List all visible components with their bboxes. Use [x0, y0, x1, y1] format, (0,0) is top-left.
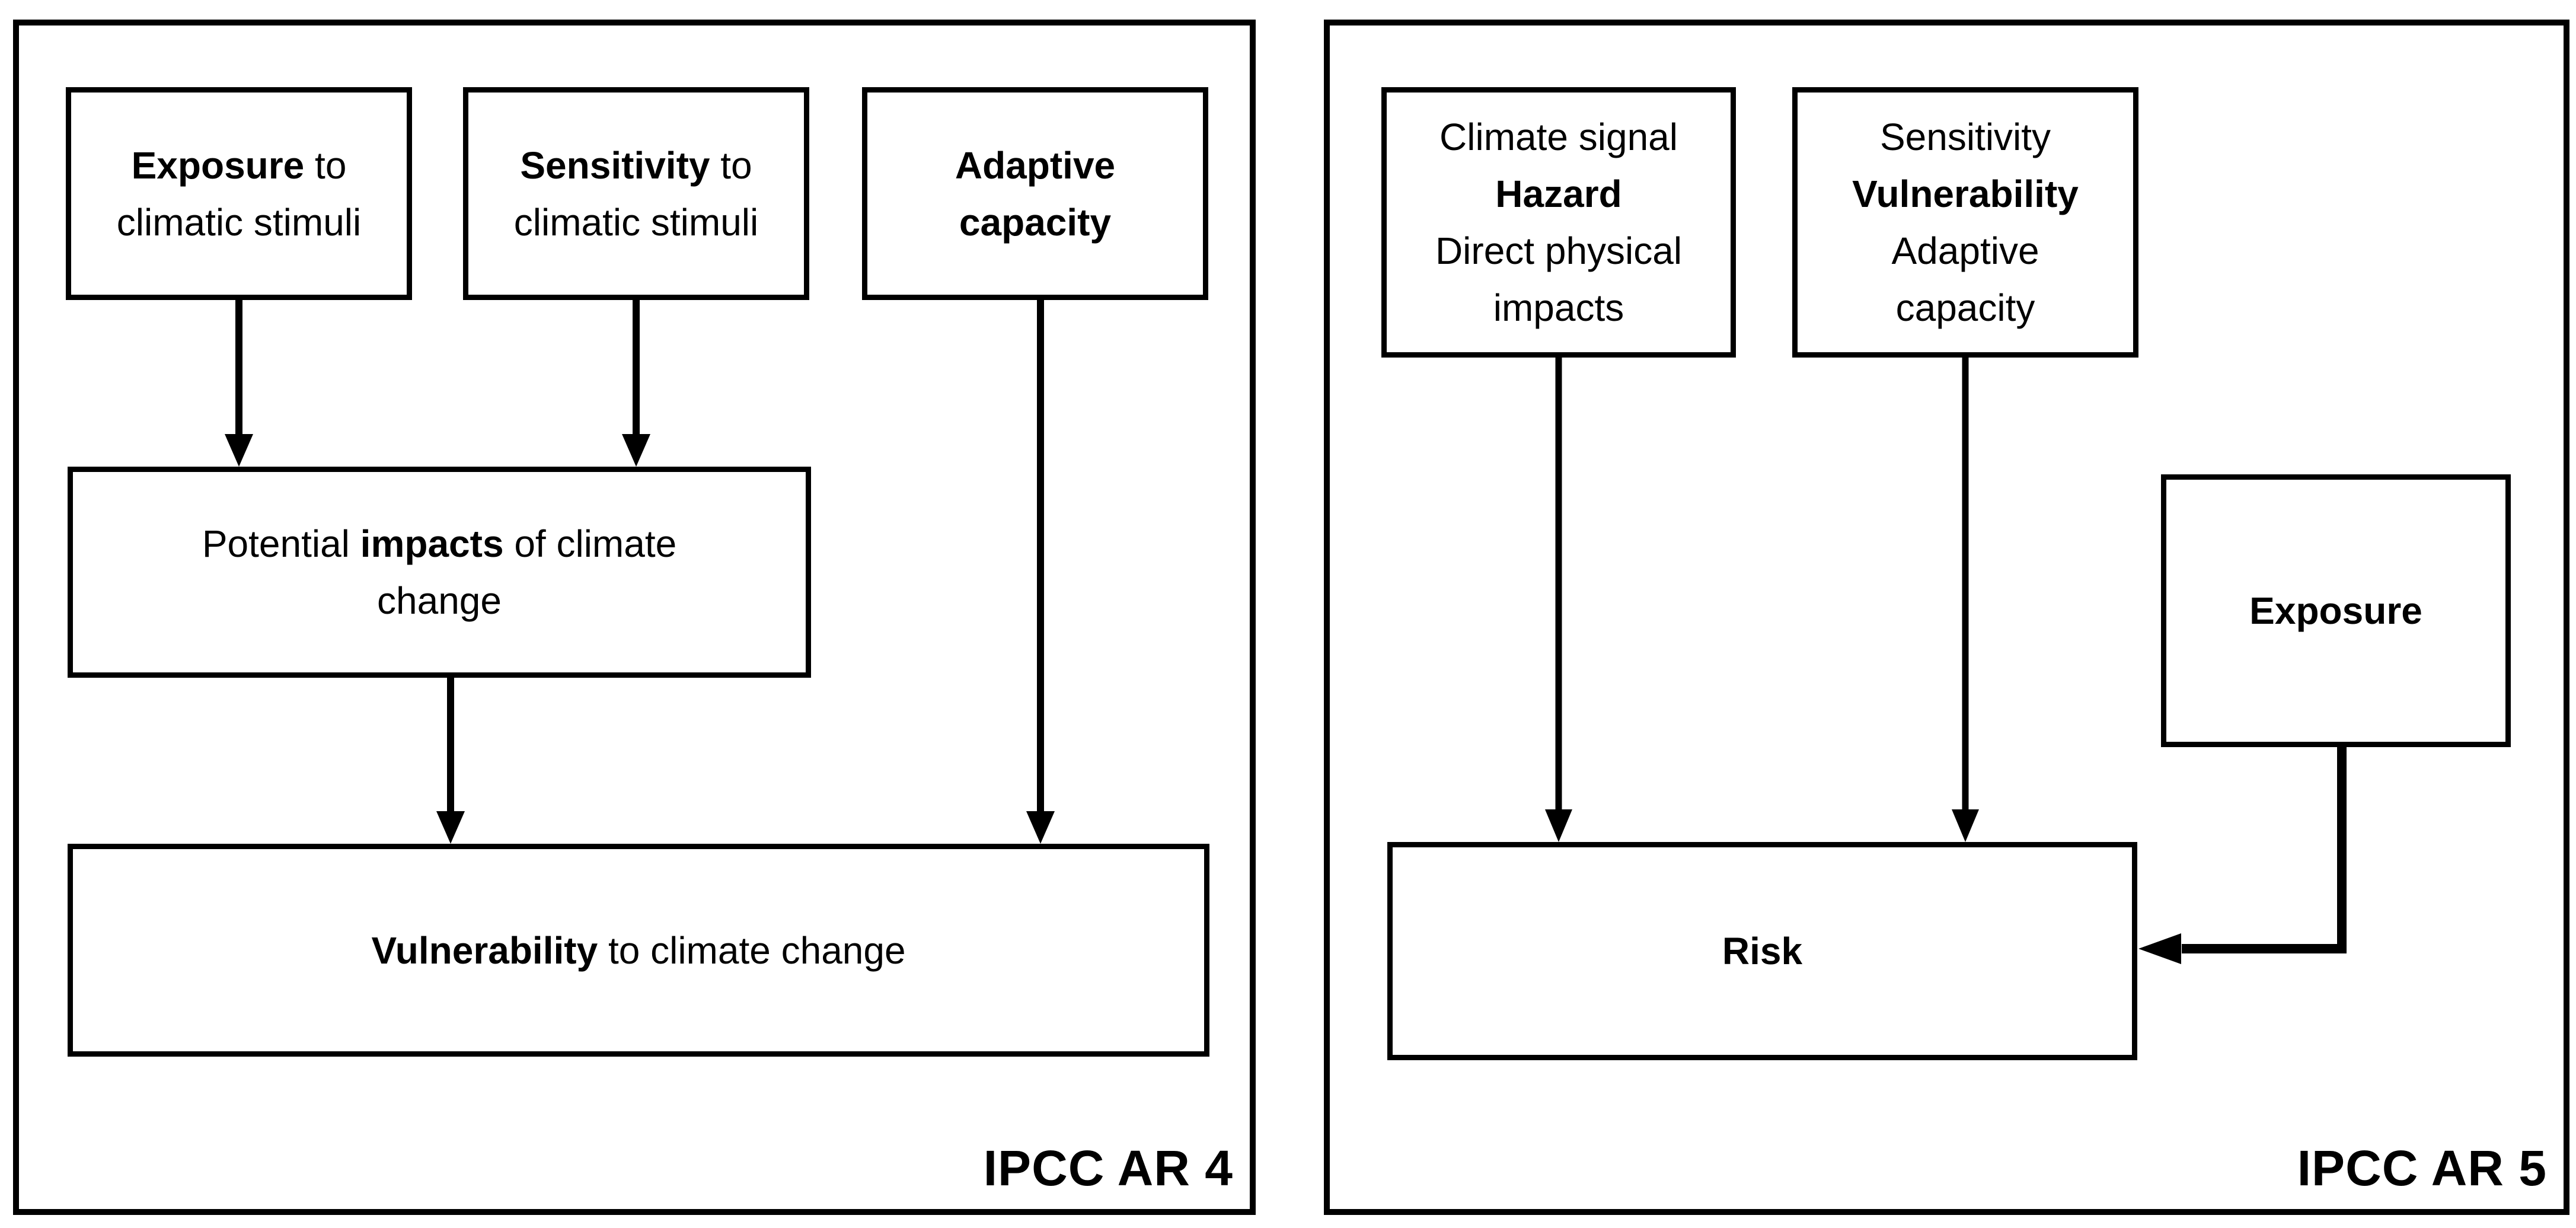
text-line: Sensitivity to	[520, 137, 752, 194]
arrow-vulnerability-to-risk	[1952, 358, 1979, 842]
text-segment: Adaptive	[955, 143, 1116, 187]
text-segment: Sensitivity	[1879, 116, 2051, 158]
text-segment: Climate signal	[1439, 116, 1678, 158]
arrow-sensitivity-to-impacts	[622, 300, 650, 467]
box-risk: Risk	[1387, 842, 2137, 1060]
panel-label-ipcc-ar4: IPCC AR 4	[983, 1140, 1233, 1196]
text-line: climatic stimuli	[117, 194, 361, 251]
text-segment: Adaptive	[1891, 229, 2039, 272]
arrow-adaptive-to-vulnerability	[1026, 300, 1055, 844]
text-segment: climatic stimuli	[513, 200, 759, 244]
text-line: Direct physical	[1435, 222, 1682, 279]
text-segment: Direct physical	[1435, 229, 1683, 272]
arrow-hazard-to-risk	[1545, 358, 1572, 842]
text-line: Vulnerability	[1852, 165, 2079, 222]
ar4-arrows	[225, 300, 1055, 844]
text-line: Hazard	[1495, 165, 1621, 222]
text-line: Adaptive	[955, 137, 1115, 194]
text-segment: Exposure	[2249, 589, 2422, 632]
text-segment: Risk	[1722, 930, 1803, 972]
arrow-impacts-to-vulnerability	[436, 678, 465, 844]
box-exposure: Exposure	[2161, 474, 2511, 747]
text-line: Adaptive	[1891, 222, 2039, 279]
text-segment: to	[304, 143, 347, 187]
text-segment: to climate change	[598, 929, 906, 972]
text-line: climatic stimuli	[514, 194, 758, 251]
ar5-arrows	[1545, 358, 2347, 964]
text-segment: Potential	[202, 522, 360, 565]
text-line: Exposure to	[132, 137, 347, 194]
arrow-exposure-to-risk	[2138, 747, 2347, 964]
text-segment: capacity	[1895, 286, 2035, 329]
text-segment: impacts	[1493, 286, 1624, 329]
text-line: capacity	[959, 194, 1111, 251]
panel-label-ipcc-ar5: IPCC AR 5	[2297, 1140, 2547, 1196]
text-segment: Vulnerability	[1852, 173, 2079, 215]
box-vulnerability-to-climate-change: Vulnerability to climate change	[68, 844, 1209, 1057]
text-line: Potential impacts of climate	[202, 515, 676, 572]
text-line: capacity	[1896, 279, 2035, 336]
arrow-exposure-to-impacts	[225, 300, 253, 467]
text-line: Sensitivity	[1880, 109, 2051, 165]
text-segment: Exposure	[131, 143, 305, 187]
text-segment: impacts	[360, 522, 504, 565]
text-segment: climatic stimuli	[116, 200, 362, 244]
box-exposure-to-climatic-stimuli: Exposure to climatic stimuli	[66, 87, 412, 300]
box-adaptive-capacity: Adaptive capacity	[862, 87, 1208, 300]
text-line: Vulnerability to climate change	[371, 922, 905, 979]
text-line: Climate signal	[1439, 109, 1678, 165]
text-line: change	[377, 572, 502, 629]
text-segment: capacity	[959, 200, 1112, 244]
text-line: Exposure	[2249, 582, 2422, 639]
box-sensitivity-to-climatic-stimuli: Sensitivity to climatic stimuli	[463, 87, 809, 300]
text-segment: Hazard	[1495, 173, 1622, 215]
text-segment: Sensitivity	[520, 143, 710, 187]
text-segment: Vulnerability	[371, 929, 598, 972]
text-segment: to	[710, 143, 752, 187]
panel-ipcc-ar4: Exposure to climatic stimuli Sensitivity …	[13, 20, 1256, 1215]
text-segment: change	[377, 579, 502, 622]
text-line: impacts	[1493, 279, 1624, 336]
text-segment: of climate	[503, 522, 677, 565]
text-line: Risk	[1722, 923, 1802, 980]
